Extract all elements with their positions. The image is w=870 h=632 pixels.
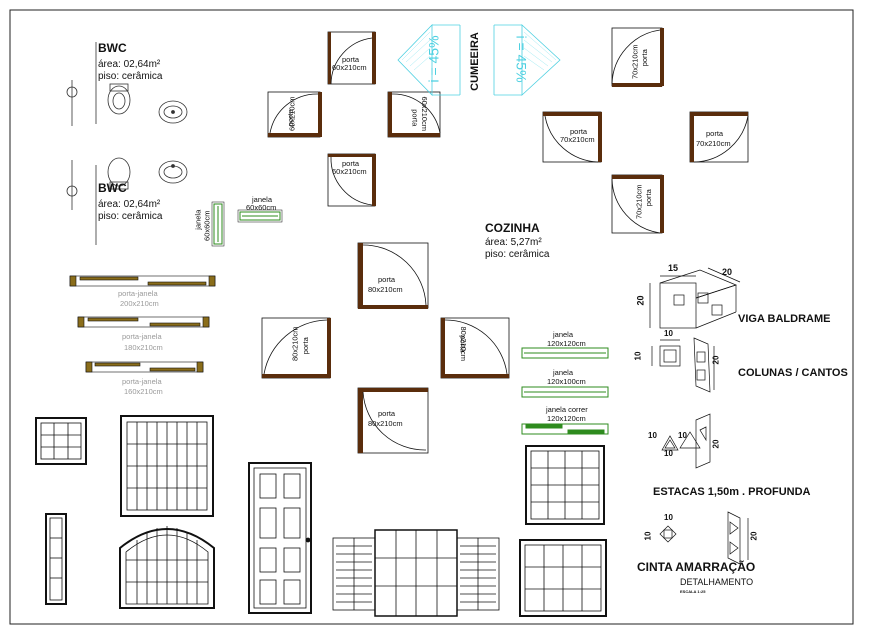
janela-r1-name: janela [553, 330, 574, 339]
bwc-fixtures-2 [66, 157, 188, 245]
elevation-window-arched [119, 526, 215, 609]
bwc-2-floor: piso: cerâmica [98, 211, 163, 222]
dim-10-a: 10 [664, 329, 673, 338]
cumeeira-label: CUMEEIRA [468, 32, 481, 91]
dim-20-b: 20 [635, 295, 646, 306]
door80-right-name: porta [458, 335, 468, 353]
janela-r1-size: 120x120cm [547, 339, 586, 348]
sheet-border [9, 9, 854, 625]
dim-20-a: 20 [722, 267, 733, 277]
dim-20-e: 20 [749, 531, 759, 541]
elevation-window-tall [45, 513, 67, 605]
pj-1-name: porta-janela [118, 289, 158, 298]
estacas-label: ESTACAS 1,50m . PROFUNDA [653, 486, 811, 498]
door70-bottom-name: porta [643, 189, 653, 207]
bwc-1-floor: piso: cerâmica [98, 71, 163, 82]
door70-top-name: porta [639, 49, 649, 67]
door60-top-size: 60x210cm [332, 63, 367, 72]
door60-right-name: porta [410, 109, 420, 127]
cozinha-area: área: 5,27m² [485, 237, 542, 248]
door60-top-name: porta [342, 55, 360, 64]
dim-10-c: 10 [648, 431, 657, 440]
pj-3-size: 160x210cm [124, 387, 163, 396]
bwc-fixtures-1 [66, 42, 188, 126]
escala-label: ESCALA 1:25 [680, 589, 706, 594]
colunas-label: COLUNAS / CANTOS [738, 367, 848, 379]
elevation-window-right-top [525, 445, 605, 525]
door60-left-size: 60x210cm [287, 96, 297, 132]
door80-left-size: 80x210cm [290, 326, 300, 362]
door70-bottom-size: 70x210cm [634, 184, 644, 220]
door60-right-size: 60x210cm [420, 96, 430, 132]
viga-label: VIGA BALDRAME [738, 313, 831, 325]
elevation-door-panel [248, 462, 312, 614]
dim-20-d: 20 [711, 439, 721, 449]
janelas-green [521, 347, 609, 435]
dim-20-c: 20 [711, 355, 721, 365]
porta-janela-symbols [69, 275, 216, 373]
cumeeira-slope-right: i = 45% [513, 35, 530, 83]
janela-r3-name: janela correr [546, 405, 588, 414]
dim-10-b: 10 [633, 351, 643, 361]
door80-left-name: porta [300, 337, 310, 355]
cinta-detail [659, 511, 749, 565]
door60-bottom-size: 60x210cm [332, 167, 367, 176]
elevation-window-small [35, 417, 87, 465]
elevation-window-shutters [332, 529, 500, 617]
janela-r3-size: 120x120cm [547, 414, 586, 423]
door80-bottom-size: 80x210cm [368, 419, 403, 428]
janela60-v-size: 60x60cm [202, 210, 212, 241]
door70-top-size: 70x210cm [630, 44, 640, 80]
bwc-2-area: área: 02,64m² [98, 199, 161, 210]
door70-left-size: 70x210cm [560, 135, 595, 144]
door80-bottom-name: porta [378, 409, 396, 418]
dim-10-g: 10 [643, 531, 653, 541]
cozinha-floor: piso: cerâmica [485, 249, 550, 260]
pj-1-size: 200x210cm [120, 299, 159, 308]
dim-10-f: 10 [664, 513, 673, 522]
bwc-1-title: BWC [98, 41, 127, 55]
door70-right-size: 70x210cm [696, 139, 731, 148]
detalhamento-label: DETALHAMENTO [680, 577, 754, 587]
door70-right-name: porta [706, 129, 724, 138]
janela60-name: janela [252, 195, 273, 204]
dim-10-e: 10 [678, 431, 687, 440]
door80-top-size: 80x210cm [368, 285, 403, 294]
janela60-v-name: janela [193, 209, 203, 230]
doors-60-cluster [267, 31, 441, 207]
doors-80-cluster [261, 242, 510, 454]
janela-r2-size: 120x100cm [547, 377, 586, 386]
pj-2-size: 180x210cm [124, 343, 163, 352]
cozinha-title: COZINHA [485, 221, 540, 235]
cumeeira-symbol [397, 24, 561, 96]
janela60-size: 60x60cm [246, 203, 277, 212]
viga-baldrame-detail [649, 267, 741, 329]
bwc-1-area: área: 02,64m² [98, 59, 161, 70]
janela-60-symbols [211, 201, 283, 247]
dim-15: 15 [668, 263, 679, 273]
janela-r2-name: janela [553, 368, 574, 377]
bwc-2-title: BWC [98, 181, 127, 195]
colunas-detail [651, 337, 715, 393]
cinta-label: CINTA AMARRAÇÃO [637, 560, 756, 574]
doors-70-cluster [542, 27, 749, 234]
pj-3-name: porta-janela [122, 377, 162, 386]
door80-top-name: porta [378, 275, 396, 284]
estacas-detail [661, 413, 711, 469]
elevation-window-large [120, 415, 214, 517]
door70-left-name: porta [570, 127, 588, 136]
elevation-window-right-bottom [519, 539, 607, 617]
dim-10-d: 10 [664, 449, 673, 458]
pj-2-name: porta-janela [122, 332, 162, 341]
cumeeira-slope-left: i = 45% [425, 35, 442, 83]
door60-bottom-name: porta [342, 159, 360, 168]
